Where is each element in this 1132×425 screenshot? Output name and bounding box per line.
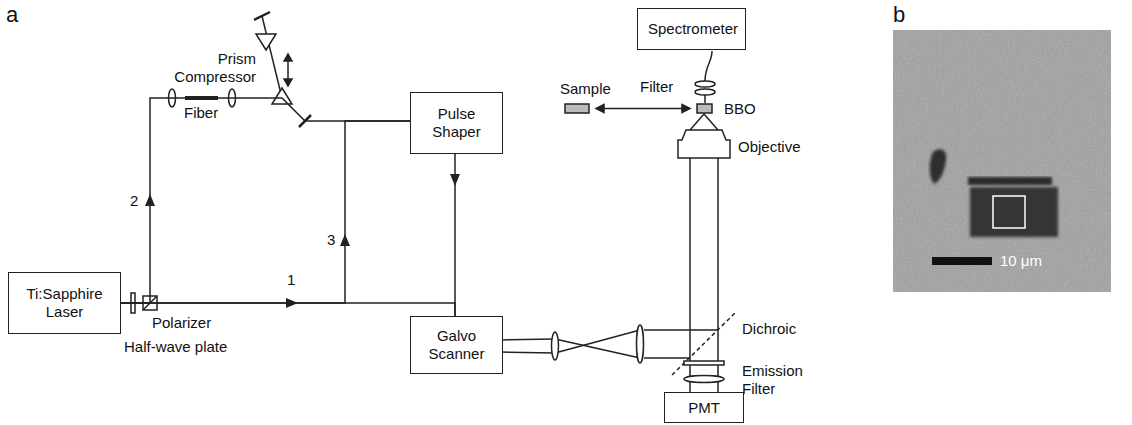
path-number: 3	[327, 231, 335, 249]
beam-path	[121, 298, 455, 316]
box-label: Spectrometer	[648, 20, 735, 38]
beam-line	[121, 121, 410, 303]
detector-box: PMT	[664, 392, 744, 423]
dichroic-mirror	[672, 312, 736, 375]
arrow-head	[596, 105, 604, 113]
prism	[256, 34, 276, 50]
panel-letter: b	[893, 2, 905, 28]
box-label: Ti:Sapphire Laser	[18, 285, 112, 321]
path-number: 1	[287, 271, 295, 289]
part-label: Emission Filter	[742, 362, 818, 398]
beam-path	[450, 154, 460, 316]
part-label: Objective	[738, 138, 801, 156]
scanner-box: Galvo Scanner	[410, 316, 503, 374]
image-ground	[893, 30, 1111, 292]
box-label: Pulse Shaper	[420, 105, 494, 141]
beam	[689, 158, 691, 392]
part-label: 10 μm	[1000, 252, 1042, 270]
spectrometer-box: Spectrometer	[637, 8, 746, 50]
path-number: 2	[130, 192, 138, 210]
beam	[555, 330, 640, 353]
emission-filter	[684, 361, 724, 365]
selection-square	[993, 196, 1025, 228]
part-label: BBO	[724, 100, 756, 118]
compressor-beam	[262, 16, 282, 98]
bbo-crystal	[697, 104, 712, 113]
beam	[500, 339, 555, 340]
mirror	[254, 12, 270, 20]
micrograph	[893, 30, 1111, 292]
prism	[272, 88, 292, 104]
collection-fiber	[705, 51, 712, 81]
box-label: PMT	[688, 399, 720, 417]
beam	[644, 357, 690, 359]
dark-particle	[930, 149, 947, 184]
pulse-shaper-box: Pulse Shaper	[410, 92, 503, 154]
sample-slide	[565, 104, 589, 113]
arrow-head	[340, 234, 350, 246]
arrow-head	[145, 194, 155, 206]
beam-path	[121, 121, 410, 303]
arrow-head	[284, 79, 292, 86]
box-label: Galvo Scanner	[420, 327, 494, 363]
arrow-head	[284, 54, 292, 61]
beam	[704, 95, 706, 103]
beam	[500, 352, 555, 353]
beam	[704, 114, 718, 130]
laser-box: Ti:Sapphire Laser	[8, 272, 121, 334]
dark-region	[968, 177, 1052, 185]
beam-path	[121, 98, 410, 303]
beam	[717, 158, 719, 392]
part-label: Prism Compressor	[170, 50, 256, 86]
objective-lens	[678, 130, 730, 158]
tube-lens	[637, 325, 644, 363]
beam-line	[121, 98, 410, 303]
part-label: Half-wave plate	[124, 338, 227, 356]
arrow-head	[450, 174, 460, 186]
panel-letter: a	[6, 2, 18, 28]
beam	[644, 329, 718, 331]
scale-bar	[932, 257, 992, 265]
part-label: Dichroic	[742, 320, 796, 338]
beam	[690, 114, 704, 130]
part-label: Sample	[560, 80, 611, 98]
part-label: Polarizer	[152, 314, 211, 332]
swap-arrow	[600, 108, 686, 110]
filter-optic	[695, 89, 715, 95]
filter-optic	[695, 81, 715, 87]
part-label: Fiber	[184, 104, 218, 122]
scan-lens	[552, 332, 559, 360]
image-noise	[893, 30, 1111, 292]
part-label: Filter	[640, 78, 673, 96]
dark-region	[970, 187, 1058, 237]
lens	[684, 376, 724, 383]
arrow-head	[682, 105, 690, 113]
